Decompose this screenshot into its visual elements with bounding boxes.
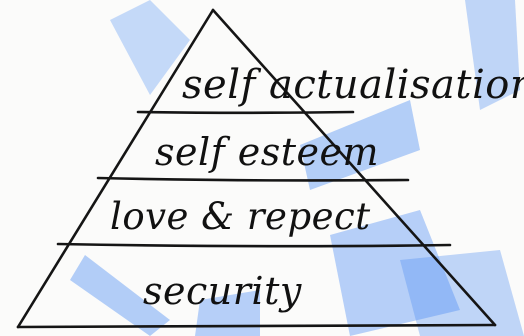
pyramid-left-edge	[16, 8, 215, 329]
pyramid-outline	[16, 8, 497, 329]
divider-line	[96, 176, 410, 182]
watermark-shape	[70, 255, 170, 336]
divider-line	[136, 110, 355, 115]
level-label-3: love & repect	[110, 195, 371, 238]
level-label-2: self esteem	[155, 130, 379, 174]
watermark-shape	[330, 210, 460, 336]
pyramid-right-edge	[211, 8, 497, 327]
watermark-shape	[110, 0, 190, 95]
watermark-shape	[465, 0, 520, 110]
level-label-4: security	[143, 269, 302, 313]
watermark-shape	[400, 250, 524, 336]
level-label-1: self actualisation	[182, 62, 524, 108]
watermark	[70, 0, 524, 336]
pyramid-base-line	[16, 323, 497, 329]
divider-line	[56, 242, 452, 248]
watermark-shape	[300, 100, 420, 190]
watermark-shape	[195, 290, 260, 336]
